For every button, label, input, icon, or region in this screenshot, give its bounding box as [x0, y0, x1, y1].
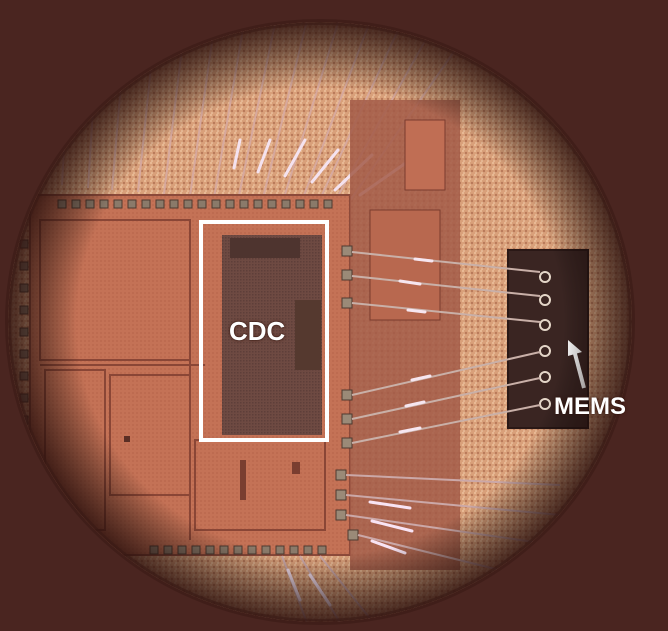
mems-label: MEMS — [554, 393, 626, 420]
lens-rim — [5, 19, 635, 625]
cdc-label: CDC — [229, 316, 286, 346]
lens-vignette — [8, 22, 632, 622]
